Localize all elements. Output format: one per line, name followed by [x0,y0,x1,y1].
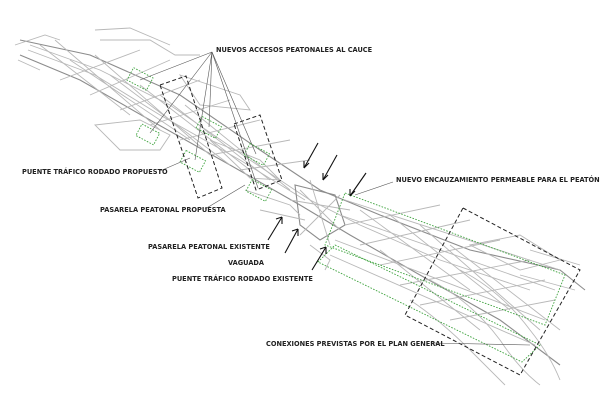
diagram-labels: NUEVOS ACCESOS PEATONALES AL CAUCE PUENT… [22,46,600,348]
green-access-zones [126,67,273,202]
arrow-3 [349,172,367,197]
leader-lines [139,51,531,346]
access-zone-4 [179,149,207,173]
access-zone-2 [135,123,161,146]
arrow-4 [267,216,283,241]
label-pasarela-propuesta: PASARELA PEATONAL PROPUESTA [100,206,226,214]
label-nuevo-encauzamiento: NUEVO ENCAUZAMIENTO PERMEABLE PARA EL PE… [396,175,600,184]
access-zone-5 [243,142,271,166]
access-zone-1 [126,67,154,91]
label-pasarela-existente: PASARELA PEATONAL EXISTENTE [148,243,270,251]
label-conexiones: CONEXIONES PREVISTAS POR EL PLAN GENERAL [266,340,445,348]
connection-zone [404,207,581,376]
arrow-2 [322,154,338,181]
arrow-6 [311,246,327,271]
label-puente-existente: PUENTE TRÁFICO RODADO EXISTENTE [172,274,313,283]
arrow-5 [284,228,299,254]
arrow-1 [303,142,319,169]
direction-arrows [267,142,367,271]
green-encauzamiento-band [317,192,566,363]
access-zone-6 [245,178,273,202]
label-puente-trafico-propuesto: PUENTE TRÁFICO RODADO PROPUESTO [22,167,168,176]
access-zone-3 [195,115,223,139]
label-vaguada: VAGUADA [228,259,265,267]
label-nuevos-accesos: NUEVOS ACCESOS PEATONALES AL CAUCE [216,46,373,54]
plan-linework [14,27,586,386]
